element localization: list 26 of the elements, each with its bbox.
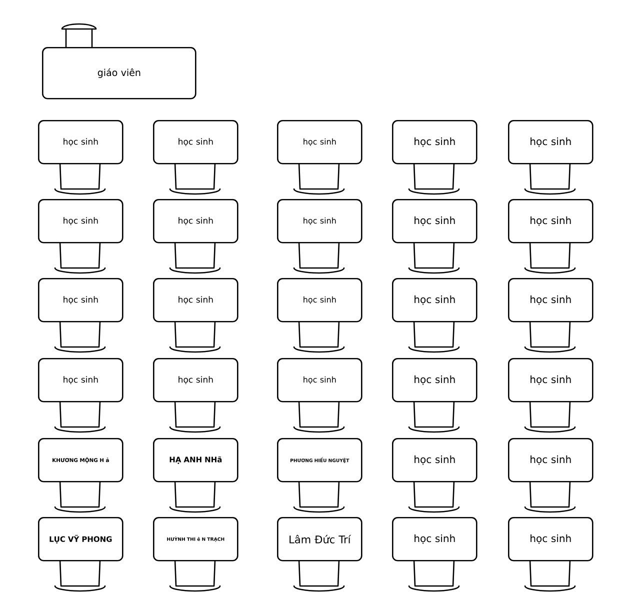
desk-box: học sinh [38,120,124,164]
desk-box: học sinh [508,278,594,322]
desk-box: học sinh [508,120,594,164]
desk-box: học sinh [277,358,362,402]
desk-box: học sinh [277,278,362,322]
desk-box: học sinh [392,278,478,322]
desk-box: Lâm Đức Trí [277,517,362,562]
desk-box: học sinh [392,120,478,164]
desk-box: học sinh [153,278,238,322]
desk-box: giáo viên [42,47,196,100]
desk-box: học sinh [508,517,594,562]
desk-box: học sinh [277,120,362,164]
desk-box: học sinh [38,358,124,402]
desk-box: học sinh [392,517,478,562]
desk-box: học sinh [153,358,238,402]
desk-box: học sinh [508,438,594,482]
desk-box: học sinh [392,438,478,482]
desk-box: học sinh [153,199,238,244]
desk-box: học sinh [508,199,594,244]
desk-box: học sinh [153,120,238,164]
desk-box: học sinh [392,358,478,402]
desk-box: học sinh [38,278,124,322]
desk-box: học sinh [277,199,362,244]
desk-box: học sinh [508,358,594,402]
desk-box: học sinh [38,199,124,244]
desk-box: học sinh [392,199,478,244]
